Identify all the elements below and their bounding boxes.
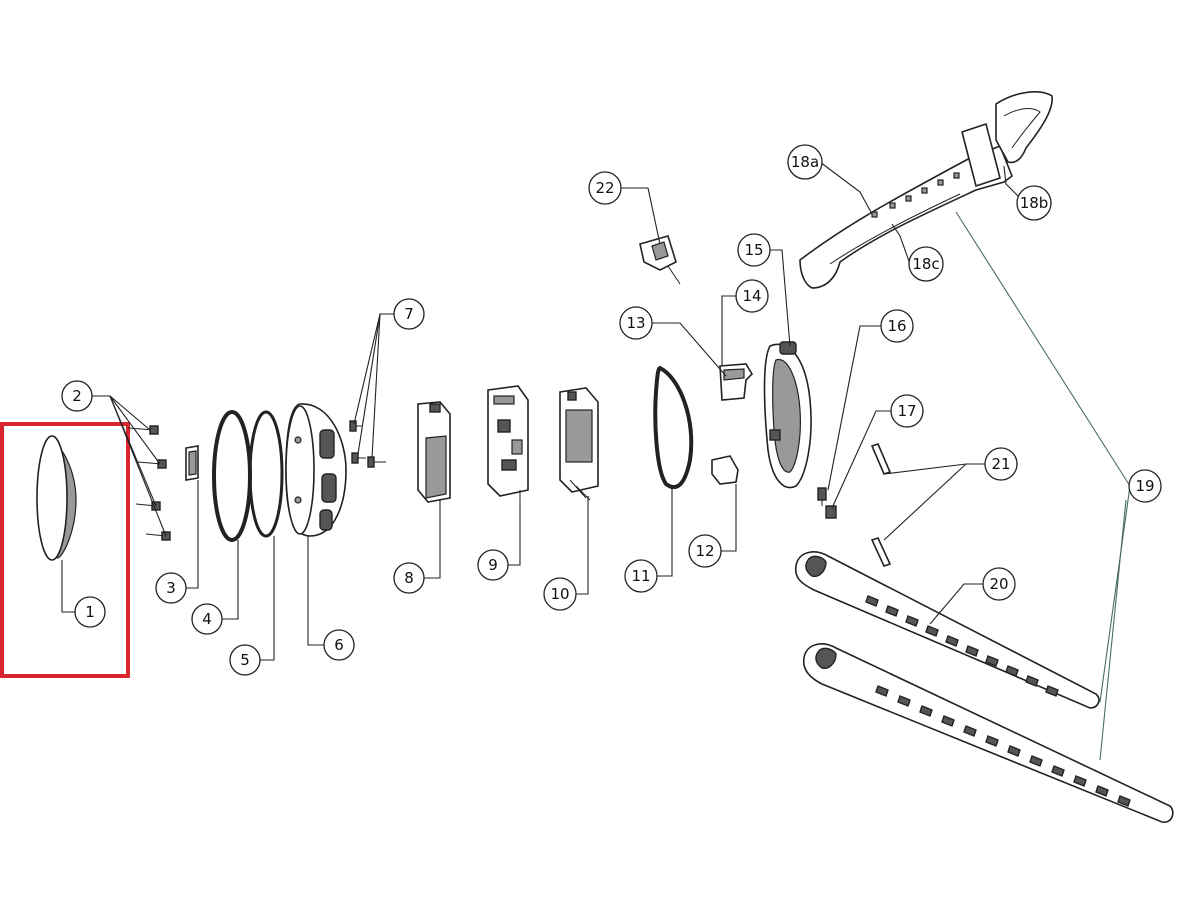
callout-8: 8 [393,562,425,594]
part-5-o-ring [248,410,284,538]
part-10-sensor-board [559,387,599,501]
callout-21: 21 [984,447,1018,481]
callout-19: 19 [1128,469,1162,503]
callout-16: 16 [880,309,914,343]
callout-label: 21 [991,455,1010,473]
callout-label: 16 [887,317,906,335]
callout-label: 5 [240,651,250,669]
callout-5: 5 [229,644,261,676]
callout-11: 11 [624,559,658,593]
leader-lines [61,161,1131,761]
callout-label: 15 [744,241,763,259]
callout-1: 1 [74,596,106,628]
callout-label: 8 [404,569,414,587]
part-3-clip [185,445,199,481]
callout-3: 3 [155,572,187,604]
callout-label: 18a [791,153,819,171]
callout-label: 20 [989,575,1008,593]
callout-14: 14 [735,279,769,313]
highlight-box [0,422,130,678]
callout-label: 22 [595,179,614,197]
part-8-module [417,401,451,503]
callout-18b: 18b [1016,185,1052,221]
part-1-lens-cover [36,435,77,561]
callout-label: 6 [334,636,344,654]
callout-7: 7 [393,298,425,330]
part-9-circuit-board [487,385,529,504]
callout-18c: 18c [908,246,944,282]
part-16-screw [817,487,827,506]
callout-label: 10 [550,585,569,603]
callout-9: 9 [477,549,509,581]
part-18-strap-with-buckle [799,91,1053,289]
callout-label: 12 [695,542,714,560]
part-13-14-clip [719,363,754,401]
callout-20: 20 [982,567,1016,601]
callout-label: 7 [404,305,414,323]
callout-label: 19 [1135,477,1154,495]
callout-18a: 18a [787,144,823,180]
part-7-screws [349,420,386,468]
callout-label: 14 [742,287,761,305]
part-17-nut [825,505,837,519]
part-4-o-ring [212,410,252,542]
part-2-screws [127,425,171,541]
callout-17: 17 [890,394,924,428]
callout-6: 6 [323,629,355,661]
callout-label: 18c [912,255,939,273]
callout-4: 4 [191,603,223,635]
callout-label: 1 [85,603,95,621]
callout-label: 13 [626,314,645,332]
callout-label: 9 [488,556,498,574]
part-15-back-housing [763,341,812,489]
callout-label: 11 [631,567,650,585]
callout-label: 18b [1020,194,1049,212]
part-12-block [711,455,739,485]
callout-label: 2 [72,387,82,405]
part-6-housing [285,403,347,537]
part-20-strap-upper [794,551,1100,709]
callout-label: 3 [166,579,176,597]
part-19-strap-lower [802,643,1174,823]
callout-10: 10 [543,577,577,611]
callout-13: 13 [619,306,653,340]
part-11-gasket [653,365,694,489]
callout-2: 2 [61,380,93,412]
callout-22: 22 [588,171,622,205]
callout-label: 4 [202,610,212,628]
callout-12: 12 [688,534,722,568]
callout-15: 15 [737,233,771,267]
part-21-pins [870,443,892,567]
callout-label: 17 [897,402,916,420]
